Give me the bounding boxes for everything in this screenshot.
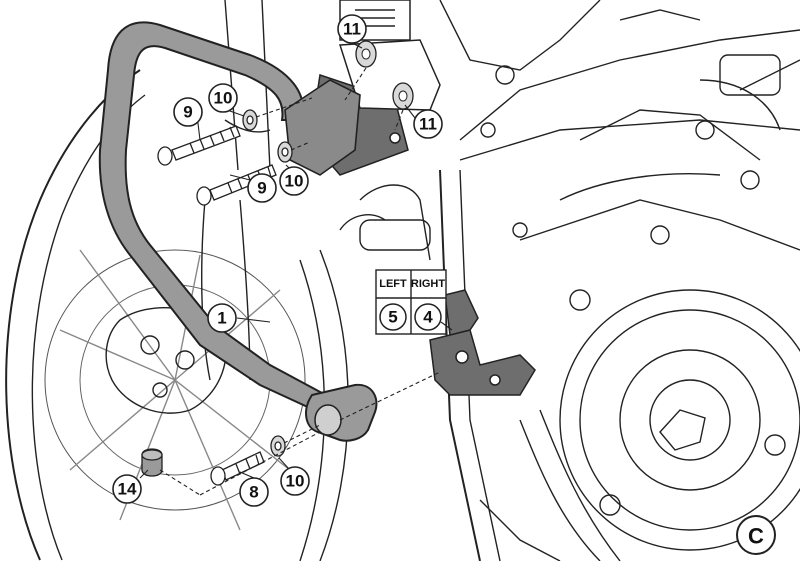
- callout-10-lower-label: 10: [286, 472, 305, 491]
- callout-14-label: 14: [118, 480, 137, 499]
- washer-10-upper: [242, 109, 258, 131]
- cap-14: [141, 448, 163, 477]
- callout-10-middle-label: 10: [285, 172, 304, 191]
- bolt-9-upper: [157, 125, 241, 166]
- lower-engine: [479, 409, 621, 561]
- spacer-11-bottom: [392, 82, 414, 110]
- callout-10-upper-label: 10: [214, 89, 233, 108]
- engine-guard-bar: [98, 21, 378, 442]
- callout-9-upper: 9: [173, 97, 203, 127]
- callout-11-bottom: 11: [413, 109, 443, 139]
- callout-8-label: 8: [249, 483, 258, 502]
- frame: [339, 0, 800, 561]
- motorcycle-line-art: [5, 0, 800, 561]
- washer-10-lower: [270, 435, 286, 457]
- side-table-left-label: LEFT: [379, 278, 407, 290]
- callout-1-label: 1: [217, 309, 226, 328]
- callout-11-top-label: 11: [343, 20, 361, 39]
- callout-11-top: 11: [337, 14, 367, 44]
- callout-10-middle: 10: [279, 166, 309, 196]
- callout-14: 14: [112, 474, 142, 504]
- callout-8: 8: [239, 477, 269, 507]
- callout-9-lower-label: 9: [257, 179, 266, 198]
- assembly-lines: [159, 67, 441, 496]
- callout-10-lower: 10: [280, 466, 310, 496]
- side-table-right-label: RIGHT: [411, 278, 446, 290]
- panel-letter: C: [748, 524, 764, 549]
- callout-1: 1: [207, 303, 237, 333]
- callout-10-upper: 10: [208, 83, 238, 113]
- callout-9-upper-label: 9: [183, 103, 192, 122]
- washer-10-middle: [277, 141, 293, 163]
- callout-9-lower: 9: [247, 173, 277, 203]
- lower-bracket: [429, 289, 536, 396]
- engine-case: [480, 9, 800, 551]
- side-table-left-part: 5: [388, 308, 397, 327]
- panel-letter-badge: C: [736, 515, 776, 555]
- callout-11-bottom-label: 11: [419, 115, 437, 134]
- side-table: LEFT RIGHT 5 4: [375, 269, 453, 335]
- side-table-right-part: 4: [423, 308, 433, 327]
- spacer-11-top: [355, 40, 377, 68]
- bolt-8: [210, 451, 265, 486]
